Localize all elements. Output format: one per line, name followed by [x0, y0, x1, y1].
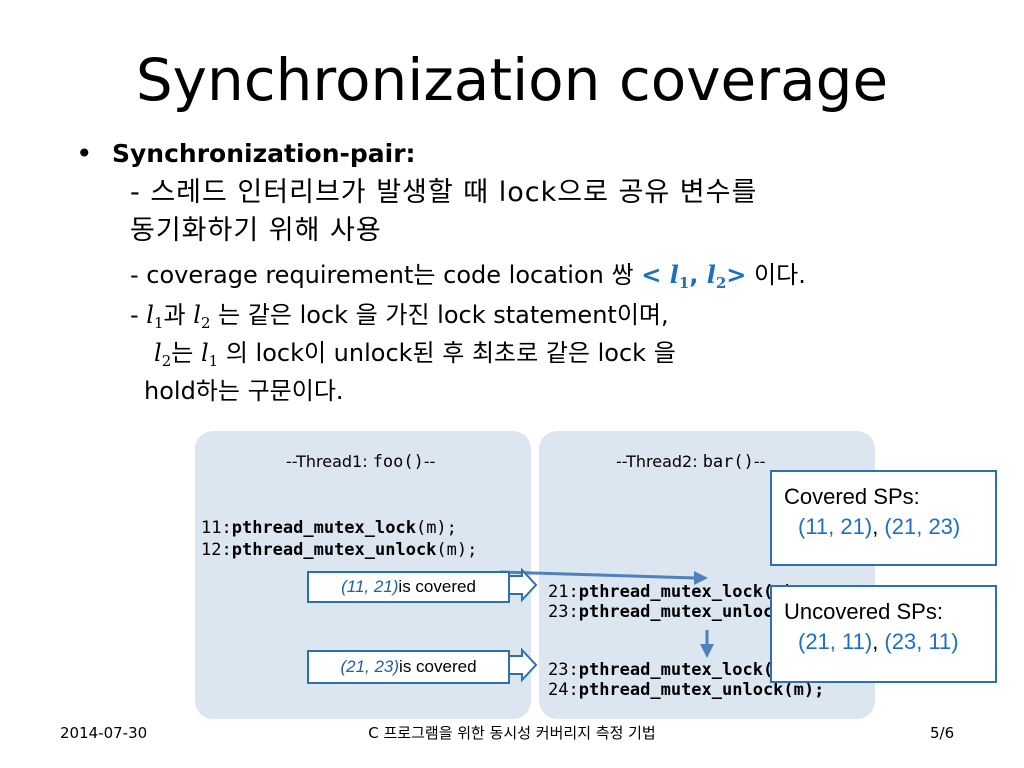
arrow-21-to-23-icon [700, 630, 714, 658]
callout-arrow-2-icon [507, 647, 538, 683]
uncovered-sps-box: Uncovered SPs: (21, 11), (23, 11) [770, 585, 997, 683]
description-line-3: - coverage requirement는 code location 쌍 … [130, 258, 806, 300]
description-line-1: - 스레드 인터리브가 발생할 때 lock으로 공유 변수를 [130, 177, 758, 208]
uncovered-sps-title: Uncovered SPs: [784, 599, 943, 624]
bullet-marker: • [76, 137, 93, 170]
code-location-pair: < l1, l2> [641, 260, 747, 292]
arrow-11-to-21-icon [499, 570, 708, 585]
footer-page-number: 5/6 [930, 724, 955, 742]
thread1-header: --Thread1: foo()-- [286, 452, 436, 472]
callout-covered-2: (21, 23) is covered [307, 650, 510, 684]
slide-title: Synchronization coverage [135, 46, 889, 114]
covered-sps-title: Covered SPs: [784, 484, 920, 509]
description-line-6: hold하는 구문이다. [144, 377, 344, 405]
thread2-line-23-lock: 23:pthread_mutex_lock(m); [548, 660, 804, 680]
thread1-line-12: 12:pthread_mutex_unlock(m); [201, 540, 478, 560]
line3-text: - coverage requirement는 code location 쌍 [130, 261, 642, 289]
footer-title: C 프로그램을 위한 동시성 커버리지 측정 기법 [368, 724, 656, 742]
line3-suffix: 이다. [746, 261, 806, 289]
thread2-line-21: 21:pthread_mutex_lock(m); [548, 582, 804, 602]
bullet-heading: Synchronization-pair: [112, 139, 416, 168]
covered-sps-box: Covered SPs: (11, 21), (21, 23) [770, 470, 997, 566]
covered-sps-list: (11, 21), (21, 23) [798, 514, 961, 539]
footer-date: 2014-07-30 [60, 724, 148, 742]
thread2-line-24: 24:pthread_mutex_unlock(m); [548, 680, 825, 700]
description-line-2: 동기화하기 위해 사용 [130, 215, 382, 246]
uncovered-sps-list: (21, 11), (23, 11) [798, 629, 959, 654]
thread2-line-23-unlock: 23:pthread_mutex_unlock(m); [548, 602, 825, 622]
thread1-line-11: 11:pthread_mutex_lock(m); [201, 518, 457, 538]
description-line-5: l2는 l1 의 lock이 unlock된 후 최초로 같은 lock 을 [154, 339, 676, 370]
callout-arrow-1-icon [507, 567, 538, 603]
description-line-4: - l1과 l2 는 같은 lock 을 가진 lock statement이며… [130, 301, 669, 332]
thread2-header: --Thread2: bar()-- [616, 452, 766, 472]
callout-covered-1: (11, 21) is covered [307, 571, 510, 603]
